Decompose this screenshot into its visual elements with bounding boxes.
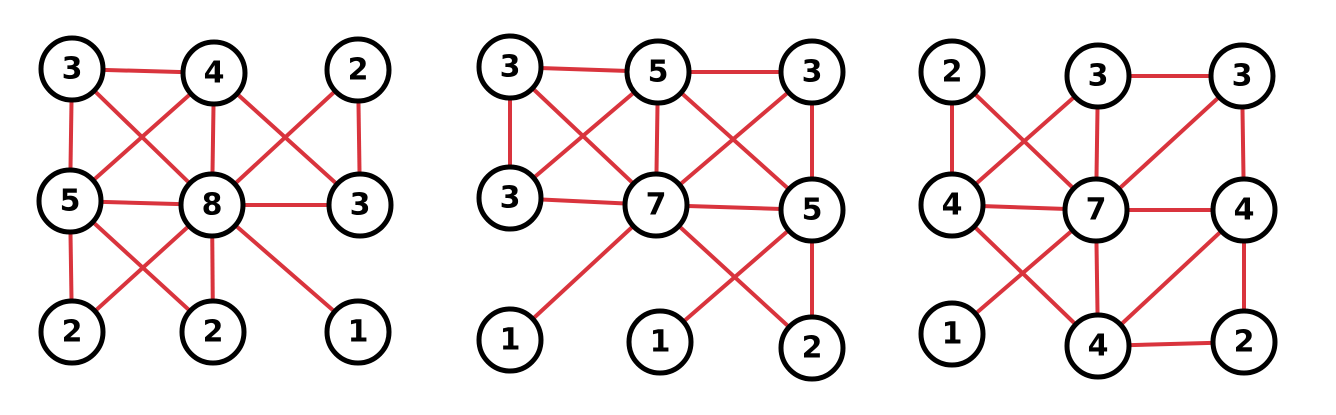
- node-label-g2n9: 2: [802, 331, 823, 366]
- node-g2n8: [626, 308, 694, 376]
- node-label-g1n8: 2: [203, 315, 224, 350]
- node-g3n5: [1062, 176, 1130, 244]
- node-label-g2n7: 1: [500, 323, 521, 358]
- node-g3n7: [918, 300, 986, 368]
- node-label-g1n7: 2: [62, 315, 83, 350]
- node-label-g1n9: 1: [348, 315, 369, 350]
- node-label-g3n8: 4: [1088, 329, 1109, 364]
- node-g1n6: [326, 171, 394, 239]
- node-g1n5: [178, 171, 246, 239]
- node-label-g1n3: 2: [348, 53, 369, 88]
- node-g3n4: [918, 171, 986, 239]
- node-label-g1n6: 3: [350, 188, 371, 223]
- node-label-g3n2: 3: [1088, 59, 1109, 94]
- edge-g2n3-g2n5: [654, 70, 814, 207]
- node-label-g2n1: 3: [500, 50, 521, 85]
- node-g1n1: [38, 35, 106, 103]
- node-g1n7: [38, 298, 106, 366]
- node-label-g1n4: 5: [60, 184, 81, 219]
- edge-g2n6-g2n8: [658, 208, 814, 344]
- node-g1n3: [324, 36, 392, 104]
- node-g2n1: [476, 33, 544, 101]
- graph-1: 3 4 2 5 8 3 2 2 1: [36, 35, 394, 366]
- graph-3: 2 3 3 4 7 4 1 4 2: [918, 38, 1278, 380]
- node-g3n3: [1208, 42, 1276, 110]
- node-label-g1n5: 8: [202, 188, 223, 223]
- node-g2n9: [778, 314, 846, 382]
- node-g3n8: [1064, 312, 1132, 380]
- node-g2n7: [476, 306, 544, 374]
- node-label-g3n5: 7: [1086, 193, 1107, 228]
- node-label-g2n3: 3: [802, 55, 823, 90]
- node-g3n2: [1064, 42, 1132, 110]
- node-g3n9: [1210, 308, 1278, 376]
- node-g1n4: [36, 167, 104, 235]
- node-label-g1n1: 3: [62, 52, 83, 87]
- node-label-g2n2: 5: [648, 55, 669, 90]
- edge-g3n4-g3n8: [950, 203, 1100, 348]
- node-label-g2n8: 1: [650, 325, 671, 360]
- node-g3n6: [1210, 176, 1278, 244]
- node-label-g3n1: 2: [942, 55, 963, 90]
- node-label-g3n3: 3: [1232, 59, 1253, 94]
- edge-g2n2-g2n6: [656, 70, 814, 212]
- node-label-g2n6: 5: [802, 193, 823, 228]
- node-label-g3n6: 4: [1234, 193, 1255, 228]
- node-label-g2n4: 3: [500, 181, 521, 216]
- node-g2n2: [624, 38, 692, 106]
- node-g1n9: [324, 298, 392, 366]
- node-g2n4: [476, 164, 544, 232]
- node-g1n8: [179, 298, 247, 366]
- node-g2n3: [778, 38, 846, 106]
- node-label-g3n9: 2: [1234, 325, 1255, 360]
- graph-2: 3 5 3 3 7 5 1 1 2: [476, 33, 846, 382]
- node-label-g3n4: 4: [942, 188, 963, 223]
- node-g2n5: [622, 171, 690, 239]
- node-g2n6: [778, 176, 846, 244]
- node-g3n1: [918, 38, 986, 106]
- node-label-g1n2: 4: [204, 56, 225, 91]
- node-label-g2n5: 7: [646, 188, 667, 223]
- node-label-g3n7: 1: [942, 317, 963, 352]
- node-g1n2: [180, 39, 248, 107]
